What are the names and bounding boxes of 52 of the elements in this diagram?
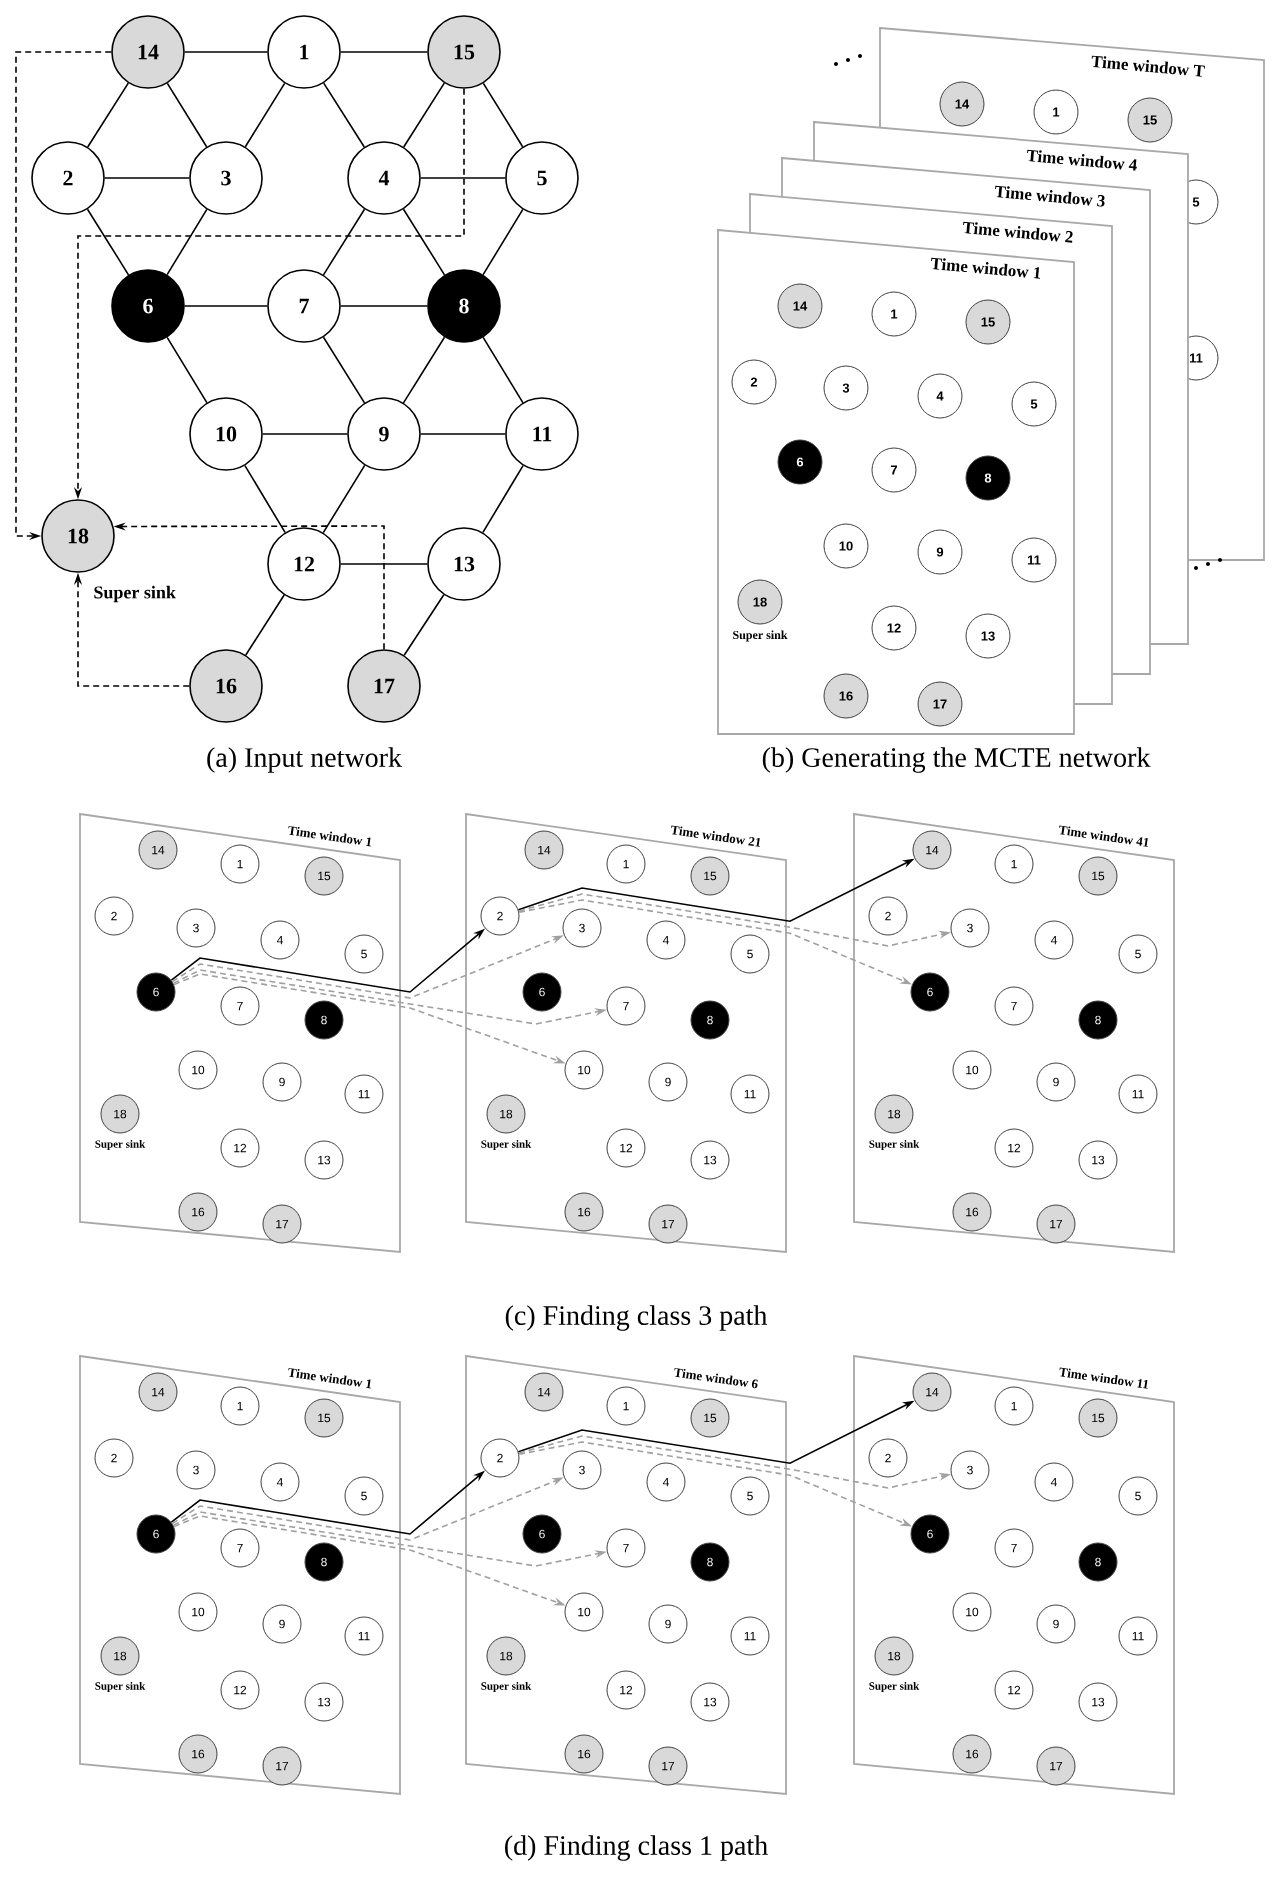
connector-line	[244, 464, 286, 534]
connector-line	[184, 51, 268, 53]
network-node: 14	[111, 15, 185, 89]
network-node: 15	[427, 15, 501, 89]
network-node: 2	[31, 141, 105, 215]
caption: (b) Generating the MCTE network	[762, 747, 1151, 773]
network-node: 6	[111, 269, 185, 343]
connector-line	[166, 82, 208, 148]
connector-line	[322, 82, 366, 148]
connector-line	[262, 433, 348, 435]
connector-line	[86, 82, 130, 148]
connector-line	[244, 82, 286, 148]
network-node: 7	[267, 269, 341, 343]
network-node: 12	[267, 527, 341, 601]
network-node: 18	[41, 499, 115, 573]
connector-line	[104, 177, 190, 179]
caption: (a) Input network	[207, 747, 402, 773]
connector-line	[245, 594, 285, 656]
connector-line	[340, 51, 428, 53]
caption: (d) Finding class 1 path	[505, 1835, 768, 1861]
network-node: 16	[189, 649, 263, 723]
network-node: 13	[427, 527, 501, 601]
connector-line	[166, 208, 208, 276]
connector-line	[482, 208, 524, 276]
connector-line	[340, 305, 428, 307]
connector-line	[482, 464, 524, 534]
network-node: 3	[189, 141, 263, 215]
connector-line	[166, 336, 208, 404]
network-node: 4	[347, 141, 421, 215]
caption: (c) Finding class 3 path	[505, 1305, 768, 1331]
network-node: 10	[189, 397, 263, 471]
network-node: 8	[427, 269, 501, 343]
connector-line	[86, 208, 130, 276]
connector-line	[322, 464, 366, 534]
node-caption: Super sink	[94, 585, 176, 603]
network-node: 5	[505, 141, 579, 215]
network-node: 9	[347, 397, 421, 471]
connector-line	[402, 82, 446, 148]
connector-line	[322, 336, 366, 404]
connector-line	[403, 594, 445, 657]
connector-line	[420, 433, 506, 435]
connector-line	[482, 336, 524, 404]
network-node: 1	[267, 15, 341, 89]
connector-line	[340, 563, 428, 565]
connector-line	[420, 177, 506, 179]
connector-line	[402, 208, 446, 276]
connector-line	[482, 82, 524, 148]
network-node: 11	[505, 397, 579, 471]
connector-line	[322, 208, 366, 276]
connector-line	[184, 305, 268, 307]
network-node: 17	[347, 649, 421, 723]
connector-line	[402, 336, 446, 404]
